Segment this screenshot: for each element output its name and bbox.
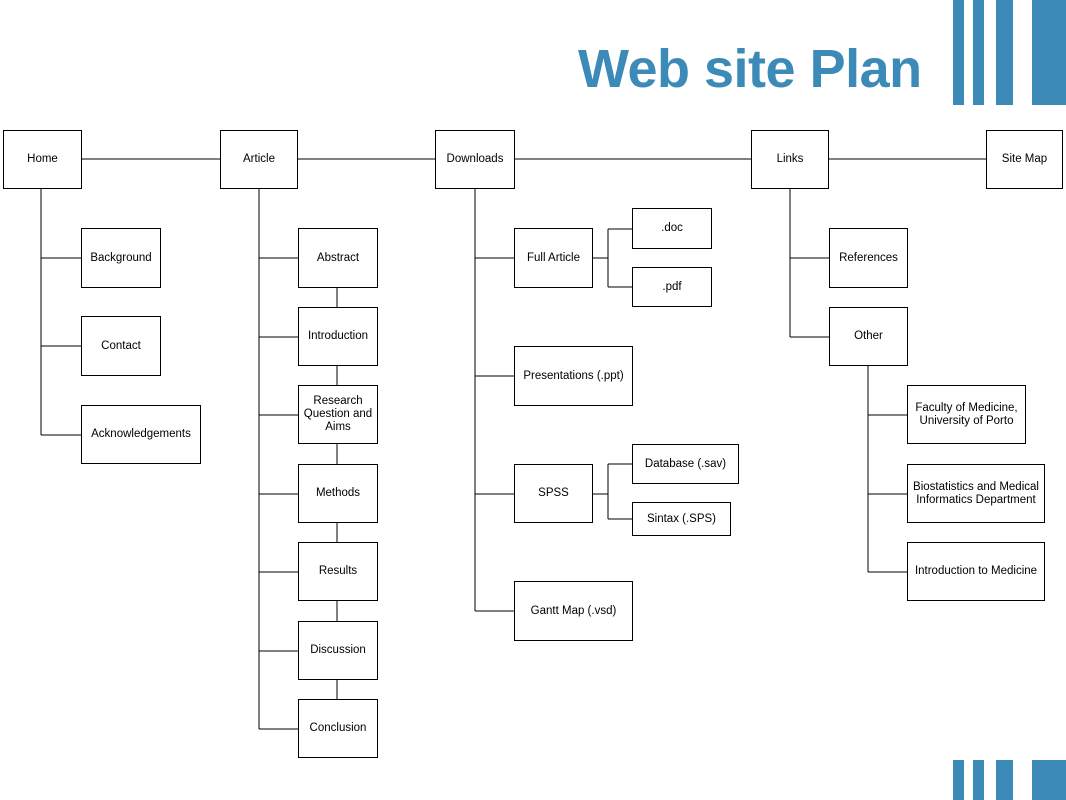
node-abstract[interactable]: Abstract (298, 228, 378, 288)
node-links[interactable]: Links (751, 130, 829, 189)
node-contact[interactable]: Contact (81, 316, 161, 376)
node-presentations[interactable]: Presentations (.ppt) (514, 346, 633, 406)
node-research-question[interactable]: Research Question and Aims (298, 385, 378, 444)
node-discussion[interactable]: Discussion (298, 621, 378, 680)
decorative-stripe-top-2 (973, 0, 984, 105)
node-background[interactable]: Background (81, 228, 161, 288)
node-database[interactable]: Database (.sav) (632, 444, 739, 484)
node-conclusion[interactable]: Conclusion (298, 699, 378, 758)
node-site-map[interactable]: Site Map (986, 130, 1063, 189)
decorative-stripe-top-3 (996, 0, 1013, 105)
node-references[interactable]: References (829, 228, 908, 288)
node-article[interactable]: Article (220, 130, 298, 189)
node-intro-to-medicine[interactable]: Introduction to Medicine (907, 542, 1045, 601)
node-pdf[interactable]: .pdf (632, 267, 712, 307)
node-spss[interactable]: SPSS (514, 464, 593, 523)
node-gantt-map[interactable]: Gantt Map (.vsd) (514, 581, 633, 641)
node-downloads[interactable]: Downloads (435, 130, 515, 189)
node-methods[interactable]: Methods (298, 464, 378, 523)
node-home[interactable]: Home (3, 130, 82, 189)
decorative-stripe-top-4 (1032, 0, 1066, 105)
decorative-stripe-bottom-3 (996, 760, 1013, 800)
slide-title: Web site Plan (578, 39, 922, 99)
node-faculty-of-medicine[interactable]: Faculty of Medicine, University of Porto (907, 385, 1026, 444)
decorative-stripe-top-1 (953, 0, 964, 105)
node-sintax[interactable]: Sintax (.SPS) (632, 502, 731, 536)
node-introduction[interactable]: Introduction (298, 307, 378, 366)
node-other[interactable]: Other (829, 307, 908, 366)
node-doc[interactable]: .doc (632, 208, 712, 249)
decorative-stripe-bottom-4 (1032, 760, 1066, 800)
node-full-article[interactable]: Full Article (514, 228, 593, 288)
node-results[interactable]: Results (298, 542, 378, 601)
decorative-stripe-bottom-2 (973, 760, 984, 800)
decorative-stripe-bottom-1 (953, 760, 964, 800)
node-acknowledgements[interactable]: Acknowledgements (81, 405, 201, 464)
node-biostatistics[interactable]: Biostatistics and Medical Informatics De… (907, 464, 1045, 523)
